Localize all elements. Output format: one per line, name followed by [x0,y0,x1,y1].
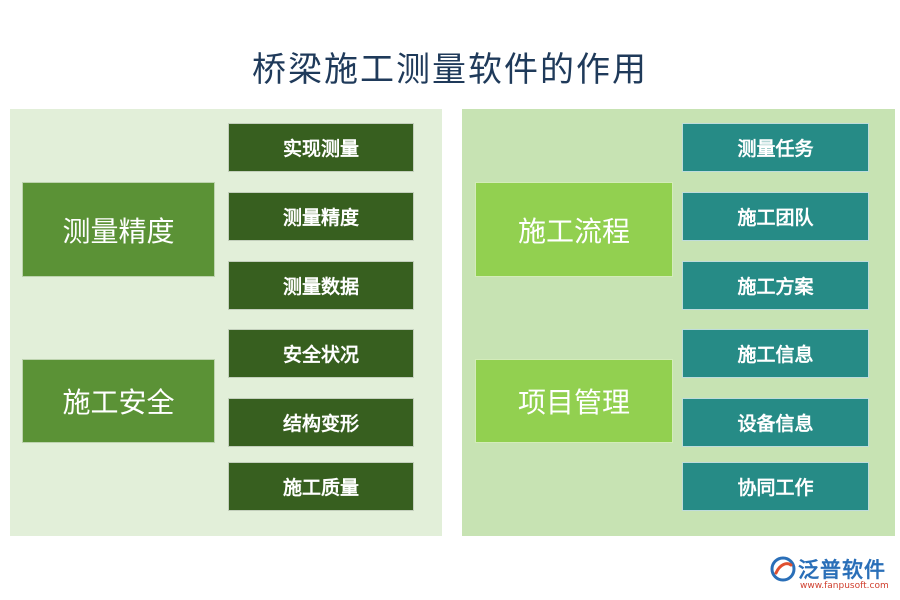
right-item-3: 施工方案 [682,261,869,310]
brand-name: 泛普软件 [798,558,886,582]
brand-logo-icon [770,556,796,582]
category-construction-process: 施工流程 [475,182,673,277]
category-construction-safety: 施工安全 [22,359,215,443]
category-project-management: 项目管理 [475,359,673,443]
left-item-2: 测量精度 [228,192,414,241]
left-item-1: 实现测量 [228,123,414,172]
left-item-5: 结构变形 [228,398,414,447]
right-item-2: 施工团队 [682,192,869,241]
right-item-4: 施工信息 [682,329,869,378]
right-item-1: 测量任务 [682,123,869,172]
right-item-5: 设备信息 [682,398,869,447]
left-item-3: 测量数据 [228,261,414,310]
right-item-6: 协同工作 [682,462,869,511]
left-item-4: 安全状况 [228,329,414,378]
brand-logo: 泛普软件 www.fanpusoft.com [770,552,895,594]
left-item-6: 施工质量 [228,462,414,511]
diagram-title: 桥梁施工测量软件的作用 [252,50,648,90]
brand-url: www.fanpusoft.com [800,581,889,591]
category-measurement-precision: 测量精度 [22,182,215,277]
